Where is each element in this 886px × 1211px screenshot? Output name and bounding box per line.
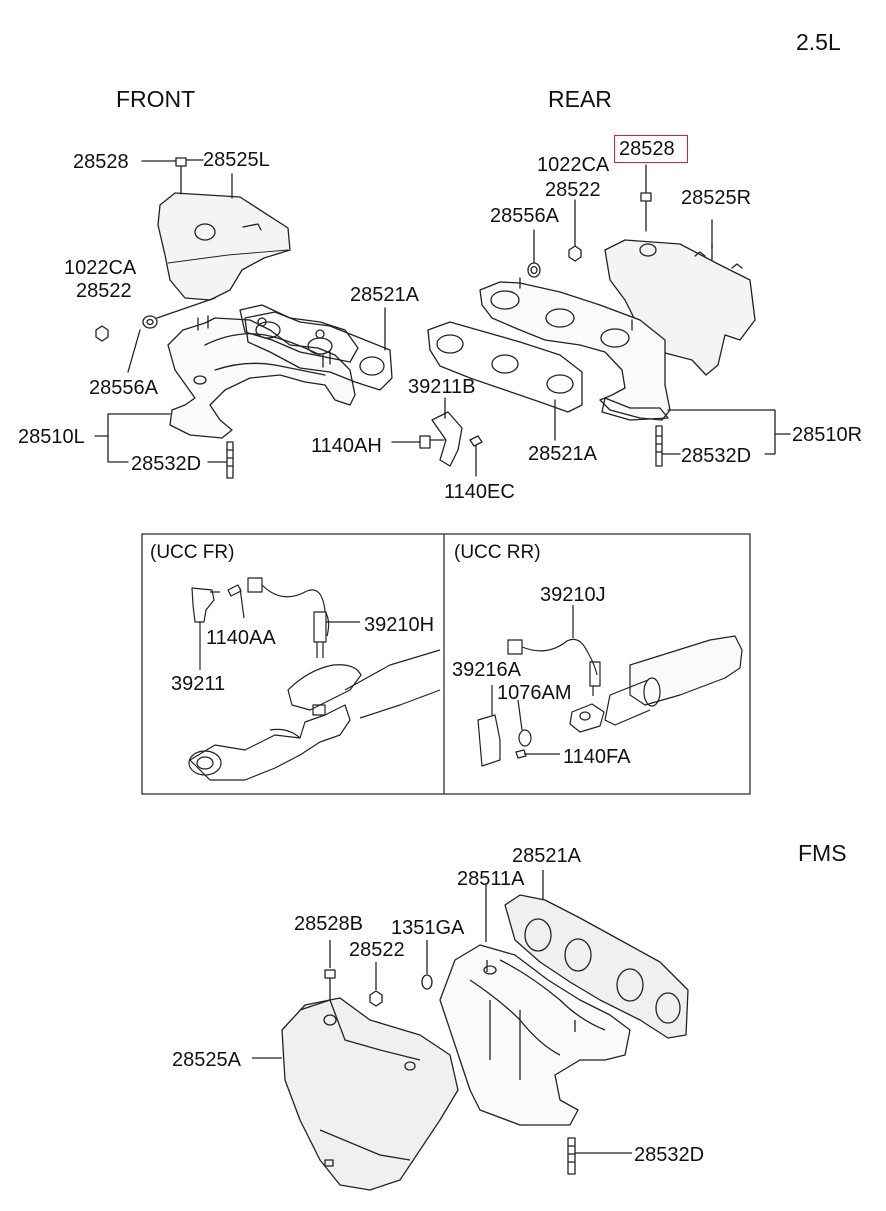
- part-label-front-bolt[interactable]: 28528: [73, 151, 129, 173]
- part-label-fms-washer[interactable]: 1351GA: [391, 917, 465, 939]
- part-label-front-washer[interactable]: 28556A: [89, 377, 158, 399]
- part-label-rear-washer[interactable]: 28556A: [490, 205, 559, 227]
- part-label-ucc-rr-bracket[interactable]: 39216A: [452, 659, 521, 681]
- part-label-fms-manifold[interactable]: 28511A: [457, 868, 525, 890]
- front-manifold: [167, 317, 356, 439]
- part-label-front-manifold[interactable]: 28510L: [18, 426, 85, 448]
- fms-bolt: [324, 969, 336, 1002]
- rear-manifold: [479, 281, 671, 421]
- rear-washer: [527, 262, 541, 278]
- ucc-fr-header: (UCC FR): [150, 542, 235, 563]
- front-stud: [226, 441, 234, 479]
- rear-header: REAR: [548, 86, 612, 112]
- rear-bolt: [640, 192, 652, 232]
- part-label-ucc-rr-gasket[interactable]: 1076AM: [497, 682, 572, 704]
- ucc-fr-sensor: [313, 611, 327, 658]
- part-label-ucc-fr-sensor[interactable]: 39210H: [364, 614, 435, 636]
- fms-washer: [421, 974, 433, 990]
- front-header: FRONT: [116, 86, 196, 112]
- part-label-rear-heat-shield[interactable]: 28525R: [681, 187, 752, 209]
- rear-stud: [655, 425, 663, 467]
- ucc-rr-bolt: [515, 749, 560, 759]
- ucc-rr-bracket: [477, 714, 501, 767]
- rear-nut: [568, 245, 582, 262]
- ucc-fr-bracket: [191, 587, 215, 623]
- part-label-rear-bolt-d[interactable]: 1140EC: [444, 481, 515, 503]
- front-bolt: [175, 157, 187, 195]
- part-label-front-bolt-b[interactable]: 1022CA: [64, 257, 137, 279]
- rear-gasket: [427, 321, 583, 413]
- part-label-front-nut[interactable]: 28522: [76, 280, 132, 302]
- part-label-fms-stud[interactable]: 28532D: [634, 1144, 705, 1166]
- rear-bolt-1140ah: [419, 435, 445, 449]
- fms-header: FMS: [798, 840, 847, 866]
- part-label-front-stud[interactable]: 28532D: [131, 453, 202, 475]
- part-label-rear-manifold[interactable]: 28510R: [792, 424, 863, 446]
- ucc-fr-pipe: [189, 704, 351, 781]
- part-label-rear-bolt-c[interactable]: 1140AH: [311, 435, 382, 457]
- part-label-ucc-fr-bolt[interactable]: 1140AA: [206, 627, 276, 649]
- front-heat-shield: [157, 192, 291, 301]
- fms-heat-shield: [281, 997, 459, 1191]
- ucc-rr-sensor: [589, 661, 601, 696]
- ucc-rr-flange: [569, 703, 605, 733]
- fms-stud: [567, 1137, 576, 1175]
- part-label-fms-bolt[interactable]: 28528B: [294, 913, 363, 935]
- rear-bolt-1140ec: [469, 435, 483, 477]
- ucc-rr-connector: [507, 639, 523, 655]
- highlight-box: [614, 135, 688, 163]
- front-washer: [142, 315, 158, 329]
- part-label-front-heat-shield[interactable]: 28525L: [203, 149, 270, 171]
- ucc-box: [141, 533, 751, 795]
- part-label-ucc-fr-bracket[interactable]: 39211: [171, 673, 226, 695]
- part-label-fms-nut[interactable]: 28522: [349, 939, 405, 961]
- part-label-rear-bolt-highlighted[interactable]: 28528: [619, 138, 675, 160]
- ucc-fr-connector: [247, 577, 263, 593]
- ucc-rr-header: (UCC RR): [454, 542, 541, 563]
- part-label-fms-heat-shield[interactable]: 28525A: [172, 1049, 241, 1071]
- ucc-fr-bolt: [227, 584, 245, 619]
- part-label-fms-gasket[interactable]: 28521A: [512, 845, 581, 867]
- part-label-rear-bolt-b[interactable]: 1022CA: [537, 154, 610, 176]
- part-label-front-gasket[interactable]: 28521A: [350, 284, 419, 306]
- ucc-rr-gasket: [518, 729, 532, 747]
- rear-bracket: [431, 411, 463, 467]
- part-label-rear-nut[interactable]: 28522: [545, 179, 601, 201]
- front-gasket: [244, 311, 393, 391]
- part-label-rear-bracket[interactable]: 39211B: [408, 376, 476, 398]
- ucc-rr-muffler: [629, 635, 743, 706]
- part-label-rear-gasket[interactable]: 28521A: [528, 443, 597, 465]
- front-nut: [95, 325, 109, 342]
- fms-manifold: [439, 944, 631, 1126]
- part-label-rear-stud[interactable]: 28532D: [681, 445, 752, 467]
- fms-nut: [369, 990, 383, 1007]
- part-label-ucc-rr-bolt[interactable]: 1140FA: [563, 746, 631, 768]
- engine-label: 2.5L: [796, 29, 841, 55]
- part-label-ucc-rr-sensor[interactable]: 39210J: [540, 584, 606, 606]
